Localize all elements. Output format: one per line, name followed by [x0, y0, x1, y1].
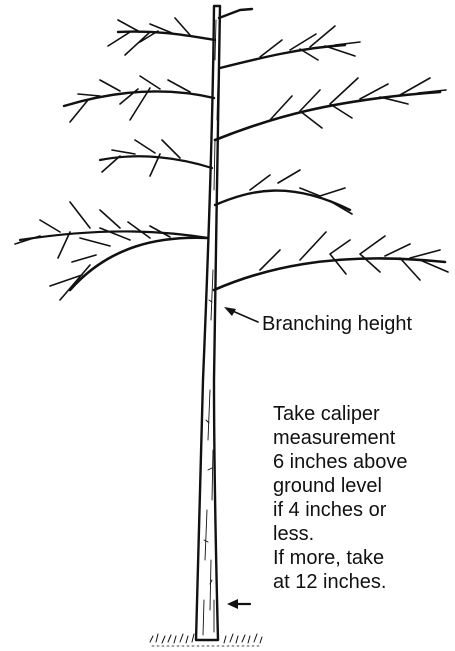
caliper-note-line: less. [273, 522, 408, 546]
caliper-note-line: Take caliper [273, 402, 408, 426]
branch-tier-1 [108, 18, 360, 68]
branch-tier-4 [15, 202, 448, 300]
caliper-measurement-note: Take caliper measurement 6 inches above … [273, 402, 408, 594]
branch-tier-3 [100, 140, 352, 214]
leader-tip [219, 9, 252, 18]
caliper-note-line: If more, take [273, 546, 408, 570]
caliper-note-line: if 4 inches or [273, 498, 408, 522]
tree-trunk [196, 6, 220, 640]
caliper-note-line: 6 inches above [273, 450, 408, 474]
caliper-note-line: measurement [273, 426, 408, 450]
branch-tier-2 [64, 76, 446, 140]
caliper-note-line: at 12 inches. [273, 570, 408, 594]
branching-height-label: Branching height [262, 312, 412, 336]
caliper-note-line: ground level [273, 474, 408, 498]
